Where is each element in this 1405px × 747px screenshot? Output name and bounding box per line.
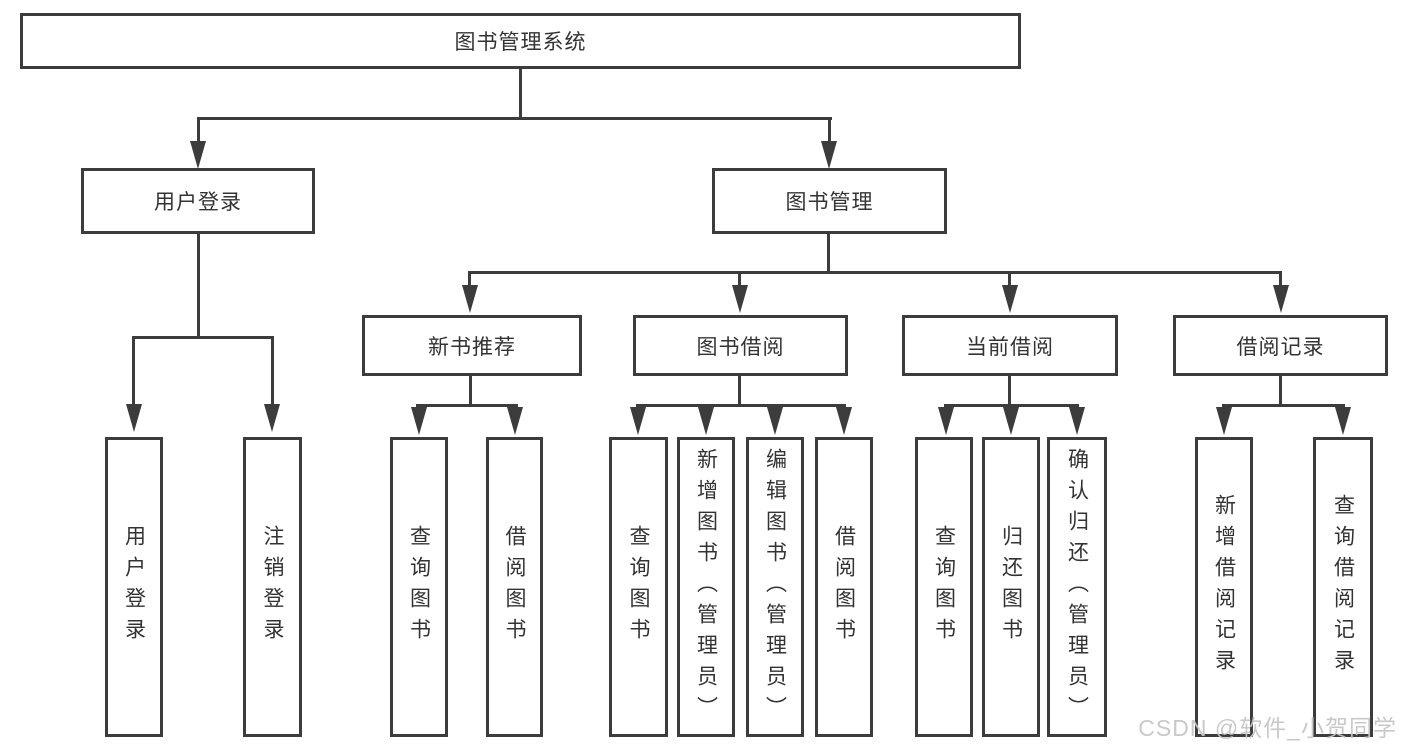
- node-label: 注销登录: [261, 525, 284, 649]
- connector-arrow: [507, 407, 523, 435]
- leaf-logout: 注销登录: [243, 437, 302, 737]
- connector-arrow: [1003, 407, 1019, 435]
- connector-arrow: [264, 404, 280, 432]
- node-borrowing-records: 借阅记录: [1173, 315, 1388, 376]
- node-label: 图书管理: [785, 191, 874, 214]
- connector-line: [469, 271, 1282, 274]
- leaf-user-login: 用户登录: [105, 437, 163, 737]
- node-label: 借阅图书: [503, 525, 526, 649]
- connector-line: [468, 271, 471, 287]
- leaf-borrowing-borrow-books: 借阅图书: [815, 437, 873, 737]
- connector-arrow: [1002, 285, 1018, 313]
- node-label: 查询图书: [407, 525, 431, 649]
- node-label: 确认归还（管理员）: [1065, 447, 1089, 727]
- node-label: 新增图书（管理员）: [694, 447, 718, 727]
- node-user-login: 用户登录: [81, 168, 315, 234]
- connector-arrow: [126, 404, 142, 432]
- leaf-records-add-borrow-record: 新增借阅记录: [1195, 437, 1253, 737]
- connector-line: [197, 234, 200, 339]
- node-new-book-recommend: 新书推荐: [362, 315, 582, 376]
- connector-line: [636, 404, 846, 407]
- leaf-recommend-borrow-books: 借阅图书: [486, 437, 543, 737]
- leaf-borrowing-add-books-admin: 新增图书（管理员）: [677, 437, 735, 737]
- connector-line: [197, 117, 200, 144]
- node-label: 当前借阅: [966, 335, 1054, 359]
- connector-line: [738, 271, 741, 287]
- connector-line: [944, 404, 1079, 407]
- node-current-borrowing: 当前借阅: [902, 315, 1118, 376]
- node-book-management: 图书管理: [712, 168, 947, 234]
- node-label: 新增借阅记录: [1212, 494, 1236, 680]
- leaf-current-confirm-return-admin: 确认归还（管理员）: [1047, 437, 1107, 737]
- connector-arrow: [1335, 407, 1351, 435]
- connector-line: [197, 117, 832, 120]
- leaf-current-return-books: 归还图书: [982, 437, 1040, 737]
- node-label: 图书管理系统: [454, 31, 587, 54]
- connector-arrow: [698, 407, 714, 435]
- node-label: 查询图书: [932, 525, 956, 649]
- connector-line: [469, 376, 472, 407]
- connector-arrow: [1216, 407, 1232, 435]
- connector-arrow: [462, 285, 478, 313]
- connector-line: [1222, 404, 1345, 407]
- connector-line: [133, 336, 274, 339]
- connector-arrow: [630, 407, 646, 435]
- node-label: 借阅图书: [832, 525, 856, 649]
- connector-line: [1279, 271, 1282, 287]
- node-label: 新书推荐: [428, 335, 516, 359]
- connector-line: [519, 69, 522, 120]
- connector-arrow: [732, 285, 748, 313]
- node-label: 归还图书: [999, 525, 1023, 649]
- watermark: CSDN @软件_小贺同学: [1138, 715, 1397, 741]
- leaf-current-query-books: 查询图书: [915, 437, 973, 737]
- connector-arrow: [821, 141, 837, 169]
- connector-line: [132, 336, 135, 406]
- leaf-recommend-query-books: 查询图书: [390, 437, 448, 737]
- leaf-borrowing-query-books: 查询图书: [609, 437, 668, 737]
- node-label: 查询借阅记录: [1331, 494, 1355, 680]
- connector-line: [1279, 376, 1282, 407]
- connector-line: [827, 234, 830, 274]
- leaf-records-query-borrow-record: 查询借阅记录: [1313, 437, 1373, 737]
- connector-arrow: [767, 407, 783, 435]
- connector-line: [1008, 271, 1011, 287]
- leaf-borrowing-edit-books-admin: 编辑图书（管理员）: [746, 437, 804, 737]
- node-label: 查询图书: [627, 525, 650, 649]
- node-book-borrowing: 图书借阅: [633, 315, 848, 376]
- connector-line: [738, 376, 741, 407]
- connector-line: [1008, 376, 1011, 407]
- connector-arrow: [1069, 407, 1085, 435]
- connector-line: [828, 117, 831, 144]
- node-label: 用户登录: [154, 191, 242, 214]
- connector-arrow: [411, 407, 427, 435]
- node-label: 编辑图书（管理员）: [763, 447, 787, 727]
- node-label: 图书借阅: [696, 335, 785, 359]
- node-library-management-system: 图书管理系统: [20, 13, 1021, 69]
- connector-arrow: [938, 407, 954, 435]
- node-label: 借阅记录: [1236, 335, 1325, 359]
- connector-line: [271, 336, 274, 406]
- connector-line: [416, 404, 518, 407]
- connector-arrow: [836, 407, 852, 435]
- node-label: 用户登录: [122, 525, 146, 649]
- connector-arrow: [1273, 285, 1289, 313]
- connector-arrow: [190, 141, 206, 169]
